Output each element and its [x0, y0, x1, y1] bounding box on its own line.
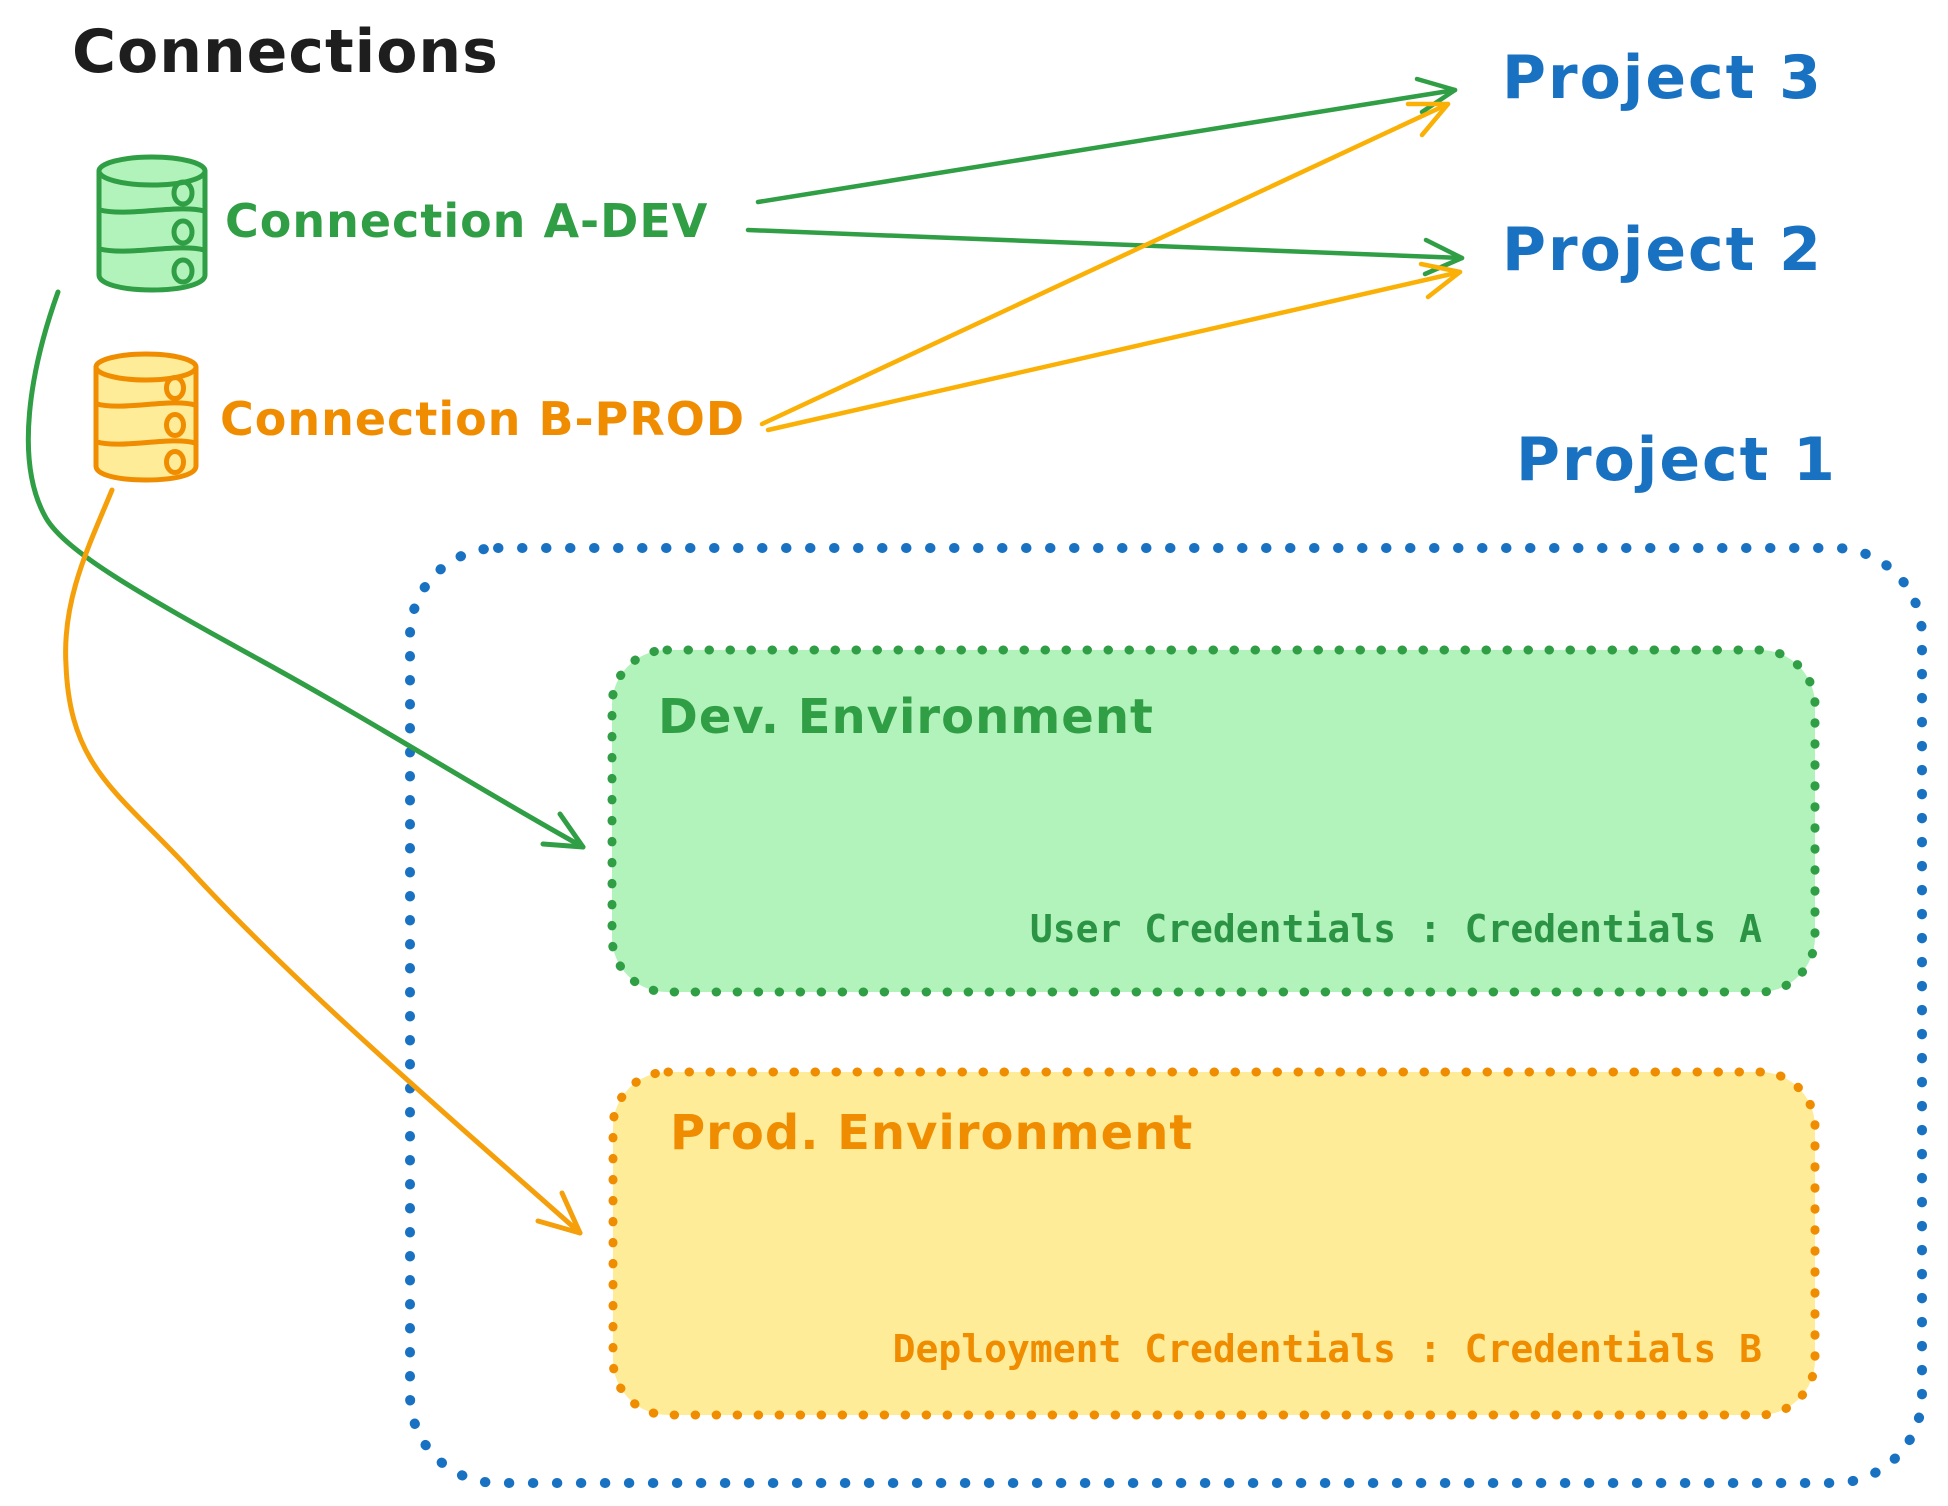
project1-label: Project 1	[1516, 425, 1837, 495]
arrow-a-dev-to-project2	[745, 227, 1465, 277]
prod-environment-box	[608, 1067, 1820, 1420]
project1-boundary-box	[405, 543, 1927, 1488]
arrow-a-dev-to-project3	[755, 76, 1458, 205]
database-icon	[93, 351, 199, 483]
project2-label: Project 2	[1502, 215, 1823, 285]
prod-environment-title: Prod. Environment	[670, 1105, 1194, 1161]
diagram-title: Connections	[72, 17, 499, 87]
dev-environment-title: Dev. Environment	[658, 689, 1154, 745]
arrow-b-prod-to-prod-environment	[63, 487, 583, 1236]
dev-environment-credentials: User Credentials : Credentials A	[1029, 907, 1762, 951]
arrow-a-dev-to-dev-environment	[25, 289, 586, 850]
dev-environment-box	[607, 645, 1820, 997]
connection-a-dev-label: Connection A-DEV	[225, 194, 709, 248]
prod-environment-credentials: Deployment Credentials : Credentials B	[892, 1327, 1762, 1371]
arrow-b-prod-to-project2	[765, 261, 1463, 433]
database-icon	[96, 154, 208, 293]
project3-label: Project 3	[1502, 43, 1823, 113]
arrow-b-prod-to-project3	[759, 101, 1451, 427]
connection-b-prod-label: Connection B-PROD	[220, 392, 746, 446]
